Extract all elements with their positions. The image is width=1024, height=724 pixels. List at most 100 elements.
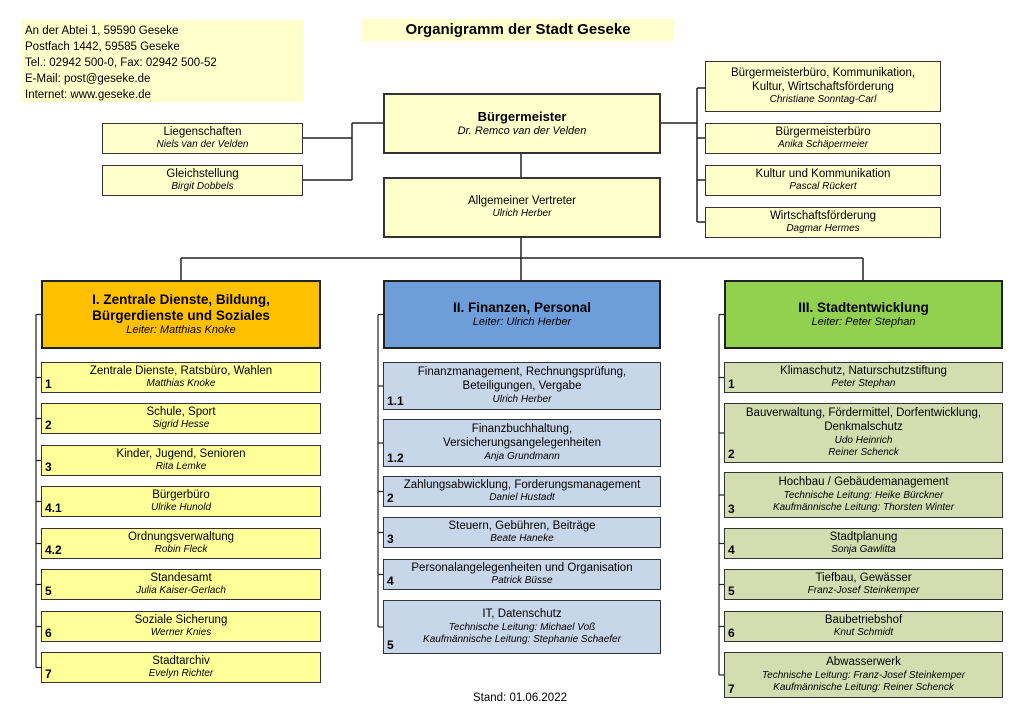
unit-number: 6 [45,625,52,640]
unit-box: Zahlungsabwicklung, Forderungsmanagement… [383,476,661,507]
unit-title: Standesamt [150,571,212,584]
mayor-person: Dr. Remco van der Velden [457,124,587,137]
unit-box: Stadtarchiv Evelyn Richter 7 [41,652,321,683]
staff-title-line: Bürgermeisterbüro, Kommunikation, [730,66,916,79]
mayor-box: Bürgermeister Dr. Remco van der Velden [383,93,661,154]
unit-title: IT, Datenschutz [482,608,562,621]
unit-title: Personalangelegenheiten und Organisation [411,561,633,574]
staff-title: Liegenschaften [163,125,242,138]
unit-title: Denkmalschutz [824,421,903,433]
address-line: E-Mail: post@geseke.de [25,73,151,85]
unit-person: Udo Heinrich [834,434,893,446]
unit-box: Standesamt Julia Kaiser-Gerlach 5 [41,569,321,600]
unit-title: Soziale Sicherung [134,613,228,626]
department-head-1: I. Zentrale Dienste, Bildung, Bürgerdien… [41,280,321,349]
department-leader: Leiter: Peter Stephan [811,316,916,328]
department-title-line: III. Stadtentwicklung [798,299,929,315]
staff-title: Kultur und Kommunikation [755,167,891,180]
unit-box: Soziale Sicherung Werner Knies 6 [41,611,321,642]
staff-title-line: Kultur, Wirtschaftsförderung [752,80,894,93]
unit-person: Peter Stephan [831,378,896,390]
address-line: An der Abtei 1, 59590 Geseke [25,25,179,37]
staff-box-gleichstellung: Gleichstellung Birgit Dobbels [102,165,303,196]
deputy-person: Ulrich Herber [492,208,552,220]
unit-title: Stadtarchiv [152,654,210,667]
address-line: Internet: www.geseke.de [25,89,151,101]
unit-person: Anja Grundmann [484,450,560,462]
unit-title: Klimaschutz, Naturschutzstiftung [780,364,947,377]
unit-person: Knut Schmidt [833,627,894,639]
unit-person: Ulrike Hunold [150,502,212,514]
deputy-title: Allgemeiner Vertreter [467,194,577,207]
unit-title: Abwasserwerk [826,656,901,669]
unit-number: 2 [728,446,735,461]
deputy-box: Allgemeiner Vertreter Ulrich Herber [383,177,661,238]
unit-person: Sigrid Hesse [152,419,210,431]
address-line: Tel.: 02942 500-0, Fax: 02942 500-52 [25,57,217,69]
staff-person: Anika Schäpermeier [777,139,869,151]
unit-title: Hochbau / Gebäudemanagement [778,476,949,489]
unit-number: 3 [387,531,394,546]
unit-box: Abwasserwerk Technische Leitung: Franz-J… [724,652,1003,698]
unit-person: Technische Leitung: Franz-Josef Steinkem… [761,669,966,681]
unit-box: Ordnungsverwaltung Robin Fleck 4.2 [41,528,321,559]
address-box: An der Abtei 1, 59590 Geseke Postfach 14… [21,20,303,102]
department-head-3: III. Stadtentwicklung Leiter: Peter Step… [724,280,1003,349]
department-title-line: II. Finanzen, Personal [452,299,592,315]
unit-number: 3 [45,459,52,474]
unit-person: Robin Fleck [154,544,208,556]
unit-number: 3 [728,501,735,516]
unit-person: Daniel Hustadt [489,492,555,504]
unit-number: 4 [728,542,735,557]
unit-box: Finanzmanagement, Rechnungsprüfung, Bete… [383,362,661,410]
unit-number: 4.2 [45,542,62,557]
staff-person: Christiane Sonntag-Carl [769,94,877,106]
staff-person: Niels van der Velden [156,139,249,151]
unit-title: Ordnungsverwaltung [127,530,235,543]
unit-box: Steuern, Gebühren, Beiträge Beate Haneke… [383,517,661,548]
unit-person: Patrick Büsse [491,575,553,587]
unit-person: Ulrich Herber [492,393,552,405]
unit-title: Versicherungsangelegenheiten [443,437,601,449]
unit-person: Julia Kaiser-Gerlach [136,585,226,597]
unit-title: Steuern, Gebühren, Beiträge [448,519,596,532]
staff-person: Dagmar Hermes [786,223,860,235]
unit-number: 1.2 [387,450,404,465]
unit-number: 1 [728,376,735,391]
unit-title: Schule, Sport [146,405,216,418]
department-leader: Leiter: Ulrich Herber [472,316,572,328]
unit-person: Sonja Gawlitta [831,544,896,556]
unit-box: Baubetriebshof Knut Schmidt 6 [724,611,1003,642]
unit-number: 5 [45,583,52,598]
unit-title: Zahlungsabwicklung, Forderungsmanagement [403,478,641,491]
unit-box: Schule, Sport Sigrid Hesse 2 [41,403,321,434]
unit-person: Technische Leitung: Heike Bürckner [783,489,944,501]
unit-number: 4.1 [45,500,62,515]
unit-number: 7 [728,681,735,696]
unit-box: Personalangelegenheiten und Organisation… [383,559,661,590]
unit-box: Hochbau / Gebäudemanagement Technische L… [724,472,1003,518]
department-title-line: Bürgerdienste und Soziales [92,307,270,323]
unit-person: Kaufmännische Leitung: Reiner Schenck [773,681,954,693]
department-title-line: I. Zentrale Dienste, Bildung, [92,291,270,307]
unit-box: Tiefbau, Gewässer Franz-Josef Steinkempe… [724,569,1003,600]
unit-number: 2 [45,417,52,432]
unit-title: Finanzbuchhaltung, [471,423,573,436]
staff-person: Birgit Dobbels [171,181,234,193]
stand-date: Stand: 01.06.2022 [473,692,567,704]
unit-box: Zentrale Dienste, Ratsbüro, Wahlen Matth… [41,362,321,393]
unit-title: Tiefbau, Gewässer [815,571,912,584]
unit-title: Baubetriebshof [824,613,903,626]
unit-box: IT, Datenschutz Technische Leitung: Mich… [383,600,661,654]
unit-person: Evelyn Richter [148,668,214,680]
unit-person: Reiner Schenck [828,446,899,458]
unit-box: Klimaschutz, Naturschutzstiftung Peter S… [724,362,1003,393]
unit-title: Zentrale Dienste, Ratsbüro, Wahlen [89,364,273,377]
unit-title: Finanzmanagement, Rechnungsprüfung, [417,366,627,379]
unit-title: Stadtplanung [829,530,898,543]
unit-person: Kaufmännische Leitung: Stephanie Schaefe… [423,633,621,645]
unit-person: Matthias Knoke [146,378,216,390]
staff-box-wirtschaftsfoerderung: Wirtschaftsförderung Dagmar Hermes [705,207,941,238]
unit-person: Rita Lemke [155,461,207,473]
